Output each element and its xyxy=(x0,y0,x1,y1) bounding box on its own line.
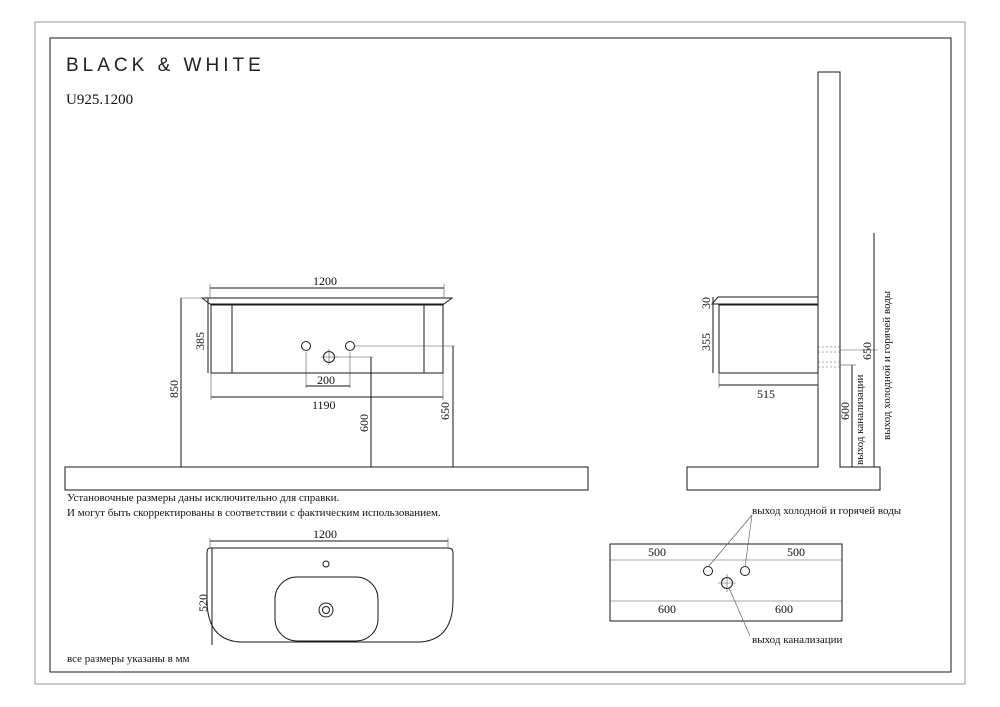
side-water-height-label: 650 xyxy=(860,342,874,360)
wall-drain-outlet-label: выход канализации xyxy=(752,634,842,646)
front-water-height-label: 650 xyxy=(438,402,452,420)
wall-right-water-dim: 500 xyxy=(787,545,805,559)
wall-view: выход холодной и горячей воды выход кана… xyxy=(609,505,902,646)
reference-note-line-2: И могут быть скорректированы в соответст… xyxy=(67,507,441,519)
side-depth-label: 515 xyxy=(757,387,775,401)
side-drain-outlet-label: выход канализации xyxy=(854,375,866,465)
top-width-label: 1200 xyxy=(313,527,337,541)
wall-water-outlet-label: выход холодной и горячей воды xyxy=(752,505,902,517)
front-cabinet xyxy=(210,304,444,374)
front-total-height-label: 850 xyxy=(167,380,181,398)
front-floor xyxy=(64,466,589,491)
side-wall-and-floor xyxy=(686,71,881,491)
front-width-bottom-label: 1190 xyxy=(312,398,336,412)
units-note: все размеры указаны в мм xyxy=(67,653,190,665)
model-number: U925.1200 xyxy=(66,92,133,108)
wall-outline xyxy=(609,543,843,622)
front-countertop xyxy=(200,297,454,305)
top-faucet-hole xyxy=(322,560,330,568)
side-countertop xyxy=(710,296,819,305)
wall-left-drain-dim: 600 xyxy=(658,602,676,616)
side-drain-height-label: 600 xyxy=(838,402,852,420)
top-basin-drain xyxy=(318,602,334,618)
wall-left-water-dim: 500 xyxy=(648,545,666,559)
inner-frame xyxy=(49,37,952,673)
wall-right-drain-dim: 600 xyxy=(775,602,793,616)
front-cabinet-height-label: 385 xyxy=(193,332,207,350)
reference-note-line-1: Установочные размеры даны исключительно … xyxy=(67,492,340,504)
front-width-top-label: 1200 xyxy=(313,274,337,288)
top-basin xyxy=(274,576,379,642)
top-view: 1200 520 xyxy=(196,527,454,645)
front-cold-water-outlet xyxy=(345,341,355,351)
outer-frame xyxy=(34,21,966,685)
front-view: 1200 385 850 200 1190 600 650 xyxy=(64,274,589,491)
side-top-thickness-label: 30 xyxy=(699,297,713,309)
top-countertop-outline xyxy=(206,547,454,643)
wall-hot-water-outlet xyxy=(703,566,713,576)
side-view: 30 355 515 650 выход холодной и горячей … xyxy=(686,71,893,491)
front-hot-water-outlet xyxy=(301,341,311,351)
wall-cold-water-outlet xyxy=(740,566,750,576)
front-tap-spacing-label: 200 xyxy=(317,373,335,387)
side-water-outlet-label: выход холодной и горячей воды xyxy=(881,290,893,440)
side-cabinet-height-label: 355 xyxy=(699,333,713,351)
side-cabinet xyxy=(718,304,819,374)
top-depth-label: 520 xyxy=(196,594,210,612)
front-drain-height-label: 600 xyxy=(357,414,371,432)
brand-logo: BLACK & WHITE xyxy=(66,55,265,76)
